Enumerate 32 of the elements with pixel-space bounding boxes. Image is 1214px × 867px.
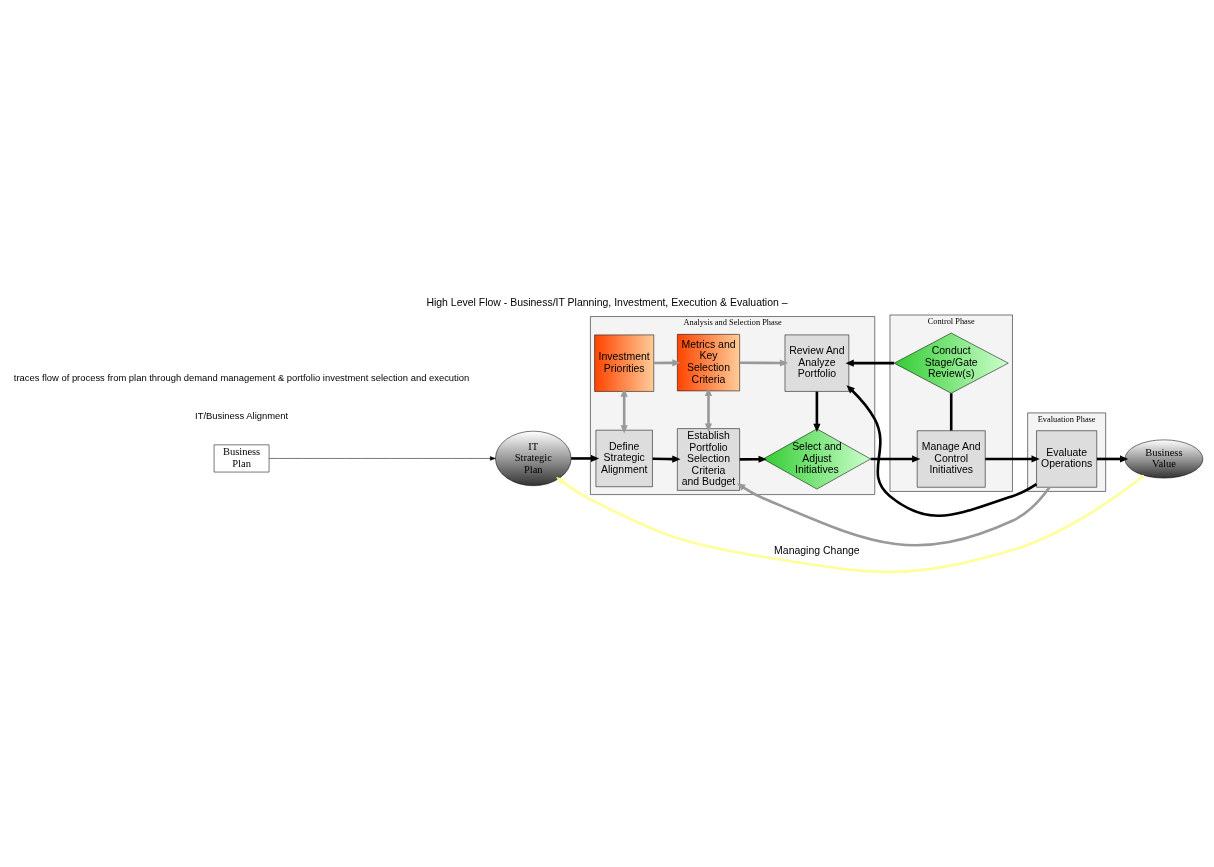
arrow bbox=[845, 359, 895, 367]
node-box: Manage And Control Initiatives bbox=[916, 430, 986, 488]
edge-label: Managing Change bbox=[774, 544, 860, 556]
arrow bbox=[870, 455, 921, 463]
node-ellipse: Business Value bbox=[1124, 439, 1204, 479]
arrow bbox=[739, 359, 789, 367]
node-box: Business Plan bbox=[213, 444, 270, 473]
arrow bbox=[556, 474, 1145, 574]
arrow bbox=[704, 387, 713, 432]
arrow bbox=[737, 483, 1051, 547]
node-box: Review And Analyze Portfolio bbox=[784, 334, 850, 392]
arrow bbox=[985, 455, 1040, 463]
node-box: Establish Portfolio Selection Criteria and Budget bbox=[677, 428, 740, 491]
node-box: Define Strategic Alignment bbox=[595, 429, 653, 487]
arrow bbox=[620, 388, 628, 434]
arrow bbox=[571, 454, 600, 463]
node-diamond: Select and Adjust Initiatives bbox=[762, 428, 871, 490]
arrow bbox=[268, 456, 496, 461]
arrow bbox=[846, 385, 1038, 518]
arrow bbox=[652, 455, 681, 463]
label: IT/Business Alignment bbox=[195, 409, 289, 421]
arrow bbox=[813, 391, 821, 433]
label: traces flow of process from plan through demand management & portfolio investment selection and execution bbox=[13, 372, 470, 384]
node-diamond: Conduct Stage/Gate Review(s) bbox=[893, 332, 1009, 394]
node-box: Evaluate Operations bbox=[1036, 430, 1098, 488]
connector bbox=[949, 393, 953, 431]
arrow bbox=[1096, 455, 1129, 463]
diagram-title: High Level Flow - Business/IT Planning, Investment, Execution & Evaluation – bbox=[426, 296, 788, 308]
arrow bbox=[653, 359, 681, 367]
arrow bbox=[739, 455, 767, 463]
node-box: Metrics and Key Selection Criteria bbox=[677, 334, 740, 392]
node-box: Investment Priorities bbox=[594, 334, 655, 392]
